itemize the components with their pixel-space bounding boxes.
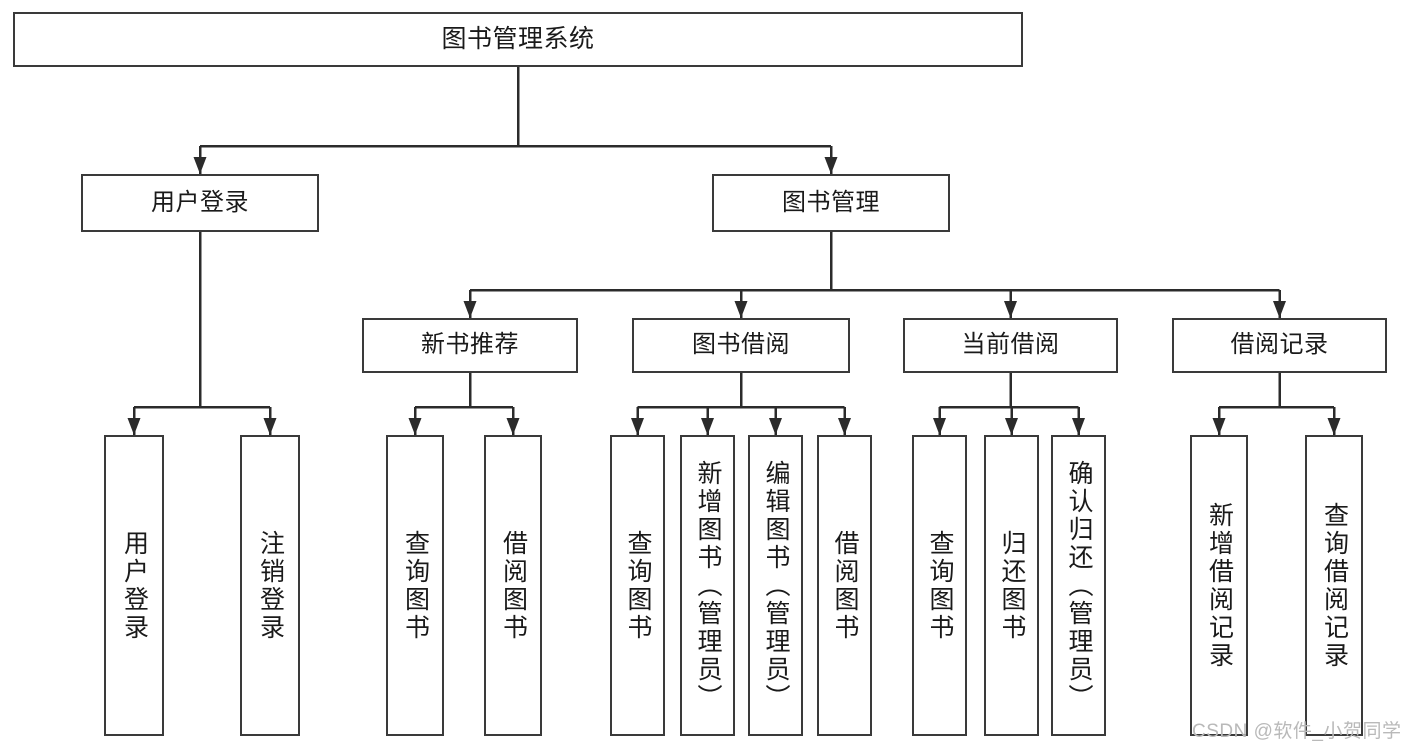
node-leaf-query-book-2[interactable]: 查询图书 xyxy=(610,435,665,736)
node-label: 编辑图书（管理员） xyxy=(762,459,790,712)
node-leaf-query-book-3[interactable]: 查询图书 xyxy=(912,435,967,736)
node-leaf-edit-book[interactable]: 编辑图书（管理员） xyxy=(748,435,803,736)
node-login[interactable]: 用户登录 xyxy=(81,174,319,232)
node-label: 查询图书 xyxy=(926,529,954,642)
node-label: 新增借阅记录 xyxy=(1205,501,1234,670)
node-label: 图书借阅 xyxy=(692,331,790,359)
node-label: 查询图书 xyxy=(624,529,652,642)
node-bookmgmt[interactable]: 图书管理 xyxy=(712,174,950,232)
node-label: 图书管理系统 xyxy=(441,24,595,53)
node-label: 新增图书（管理员） xyxy=(694,459,722,712)
node-leaf-query-book-1[interactable]: 查询图书 xyxy=(386,435,444,736)
node-newbook[interactable]: 新书推荐 xyxy=(362,318,578,373)
node-leaf-add-record[interactable]: 新增借阅记录 xyxy=(1190,435,1248,736)
node-leaf-user-logout[interactable]: 注销登录 xyxy=(240,435,300,736)
node-label: 用户登录 xyxy=(151,188,249,216)
node-label: 当前借阅 xyxy=(961,331,1060,359)
node-label: 归还图书 xyxy=(998,529,1026,642)
node-label: 注销登录 xyxy=(256,529,285,642)
node-label: 借阅记录 xyxy=(1230,331,1329,359)
node-records[interactable]: 借阅记录 xyxy=(1172,318,1387,373)
node-leaf-add-book[interactable]: 新增图书（管理员） xyxy=(680,435,735,736)
node-leaf-user-login[interactable]: 用户登录 xyxy=(104,435,164,736)
node-leaf-borrow-book-1[interactable]: 借阅图书 xyxy=(484,435,542,736)
node-root[interactable]: 图书管理系统 xyxy=(13,12,1023,67)
node-borrow[interactable]: 图书借阅 xyxy=(632,318,850,373)
node-label: 确认归还（管理员） xyxy=(1065,459,1093,712)
node-leaf-confirm-return[interactable]: 确认归还（管理员） xyxy=(1051,435,1106,736)
node-leaf-borrow-book-2[interactable]: 借阅图书 xyxy=(817,435,872,736)
node-label: 借阅图书 xyxy=(499,529,528,642)
node-label: 新书推荐 xyxy=(421,331,519,359)
node-leaf-return-book[interactable]: 归还图书 xyxy=(984,435,1039,736)
node-leaf-query-record[interactable]: 查询借阅记录 xyxy=(1305,435,1363,736)
node-label: 查询借阅记录 xyxy=(1320,501,1349,670)
node-label: 图书管理 xyxy=(782,188,880,216)
node-label: 查询图书 xyxy=(401,529,430,642)
node-label: 用户登录 xyxy=(120,529,149,642)
node-current[interactable]: 当前借阅 xyxy=(903,318,1118,373)
node-label: 借阅图书 xyxy=(831,529,859,642)
